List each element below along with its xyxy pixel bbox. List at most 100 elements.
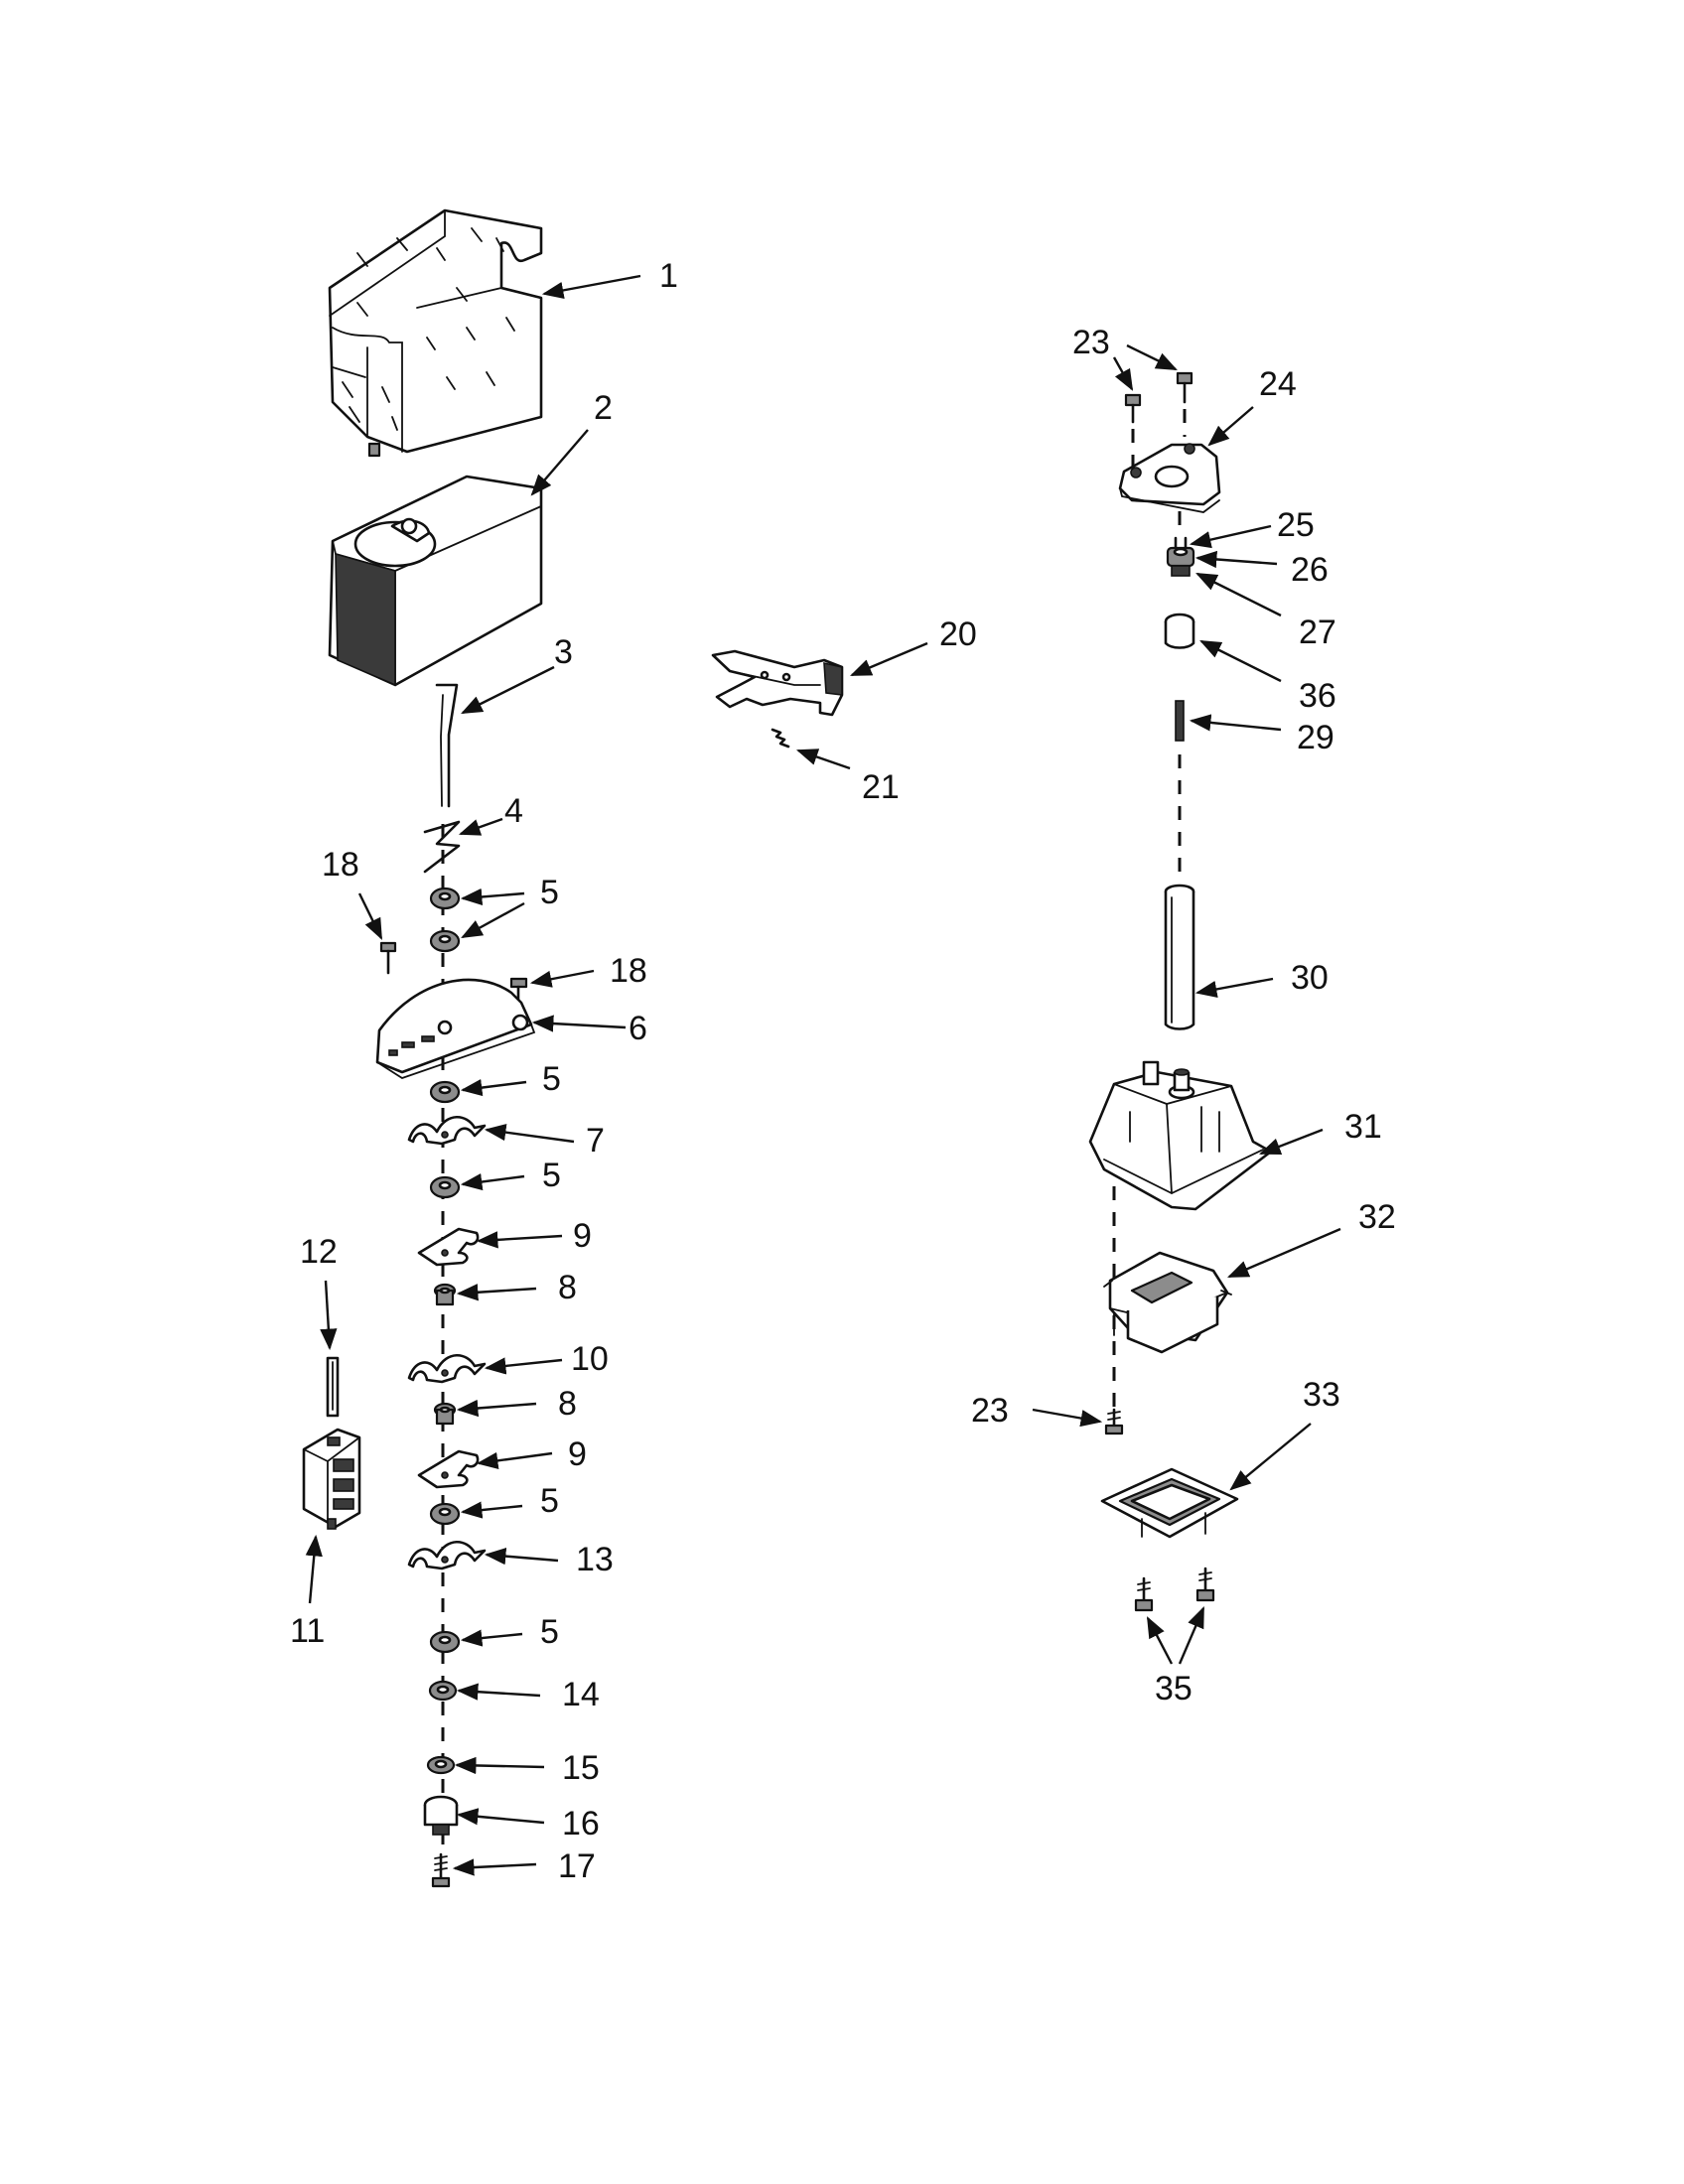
blade-7 bbox=[407, 1115, 487, 1146]
bracket-24 bbox=[1118, 443, 1221, 513]
washer-5f bbox=[429, 1630, 461, 1654]
drive-coupler bbox=[423, 1795, 459, 1836]
part-label-24: 24 bbox=[1259, 365, 1297, 403]
housing-31 bbox=[1088, 1060, 1273, 1211]
bushing-8-lower bbox=[433, 1402, 457, 1426]
part-label-5: 5 bbox=[540, 1613, 559, 1651]
part-label-10: 10 bbox=[571, 1340, 609, 1378]
label-23a-group: 23 bbox=[1072, 324, 1178, 391]
screw-23-top-left bbox=[1124, 393, 1142, 424]
part-label-25: 25 bbox=[1277, 506, 1315, 544]
label-1-group: 1 bbox=[541, 257, 678, 299]
part-label-6: 6 bbox=[629, 1010, 647, 1047]
label-3-group: 3 bbox=[461, 633, 573, 715]
washer-5d bbox=[429, 1175, 461, 1199]
label-6-group: 6 bbox=[531, 1010, 647, 1047]
part-label-20: 20 bbox=[939, 615, 977, 653]
part-label-29: 29 bbox=[1297, 719, 1334, 756]
label-9a-group: 9 bbox=[476, 1217, 592, 1255]
screw-18-right bbox=[509, 977, 528, 1007]
gasket-33 bbox=[1100, 1467, 1239, 1539]
part-label-32: 32 bbox=[1358, 1198, 1396, 1236]
label-31-group: 31 bbox=[1258, 1108, 1382, 1156]
screw-35-left bbox=[1134, 1576, 1154, 1612]
blade-9-upper bbox=[417, 1227, 480, 1267]
blade-9-lower bbox=[417, 1449, 480, 1489]
label-2-group: 2 bbox=[530, 389, 613, 496]
label-16-group: 16 bbox=[456, 1805, 600, 1843]
mounting-plate bbox=[375, 978, 536, 1079]
ice-bucket-liner bbox=[328, 208, 543, 458]
label-8a-group: 8 bbox=[456, 1269, 577, 1306]
spring-29 bbox=[1175, 700, 1185, 742]
label-30-group: 30 bbox=[1194, 959, 1329, 998]
label-5c-group: 5 bbox=[460, 1060, 561, 1098]
valve-assembly bbox=[1166, 536, 1195, 577]
washer-5a bbox=[429, 887, 461, 910]
part-label-18-right: 18 bbox=[610, 952, 647, 990]
label-33-group: 33 bbox=[1229, 1376, 1340, 1491]
label-36-group: 36 bbox=[1199, 639, 1336, 715]
label-20-group: 20 bbox=[850, 615, 977, 677]
blade-10 bbox=[407, 1353, 487, 1384]
washer-15 bbox=[426, 1755, 456, 1775]
washer-14 bbox=[428, 1680, 458, 1702]
label-14-group: 14 bbox=[456, 1676, 600, 1713]
screw-17 bbox=[431, 1852, 451, 1888]
bushing-8-upper bbox=[433, 1283, 457, 1306]
part-label-13: 13 bbox=[576, 1541, 614, 1578]
part-label-8: 8 bbox=[558, 1269, 577, 1306]
screw-23-bottom bbox=[1104, 1408, 1124, 1435]
label-26-group: 26 bbox=[1194, 550, 1329, 589]
part-label-3: 3 bbox=[554, 633, 573, 671]
label-4-group: 4 bbox=[458, 792, 523, 836]
shaft-30 bbox=[1164, 884, 1195, 1030]
screw-35-right bbox=[1195, 1567, 1215, 1602]
part-label-21: 21 bbox=[862, 768, 900, 806]
part-label-9: 9 bbox=[568, 1435, 587, 1473]
part-label-26: 26 bbox=[1291, 551, 1329, 589]
block-11 bbox=[302, 1428, 361, 1530]
part-label-5: 5 bbox=[542, 1060, 561, 1098]
ice-bucket bbox=[328, 475, 543, 687]
label-11-group: 11 bbox=[290, 1534, 325, 1650]
part-label-33: 33 bbox=[1303, 1376, 1340, 1414]
label-35-group: 35 bbox=[1146, 1606, 1205, 1707]
part-label-8: 8 bbox=[558, 1385, 577, 1423]
screw-18-left bbox=[379, 941, 397, 975]
label-29-group: 29 bbox=[1189, 714, 1334, 756]
part-label-31: 31 bbox=[1344, 1108, 1382, 1146]
label-24-group: 24 bbox=[1207, 365, 1297, 447]
pin-12 bbox=[326, 1356, 340, 1418]
part-label-17: 17 bbox=[558, 1847, 596, 1885]
part-label-30: 30 bbox=[1291, 959, 1329, 997]
label-32-group: 32 bbox=[1227, 1198, 1396, 1279]
part-label-35: 35 bbox=[1155, 1670, 1193, 1707]
cap-36 bbox=[1164, 613, 1195, 649]
part-label-7: 7 bbox=[586, 1122, 605, 1160]
part-label-14: 14 bbox=[562, 1676, 600, 1713]
part-label-5: 5 bbox=[540, 874, 559, 911]
label-18b-group: 18 bbox=[529, 952, 647, 990]
label-5a-group: 5 bbox=[460, 874, 559, 939]
actuator-bracket bbox=[711, 649, 844, 717]
part-label-5: 5 bbox=[540, 1482, 559, 1520]
blade-13 bbox=[407, 1540, 487, 1570]
clip bbox=[423, 820, 461, 874]
part-label-11: 11 bbox=[290, 1612, 325, 1650]
washer-5e bbox=[429, 1502, 461, 1526]
washer-5c bbox=[429, 1080, 461, 1104]
label-5e-group: 5 bbox=[460, 1482, 559, 1520]
part-label-12: 12 bbox=[300, 1233, 338, 1271]
label-25-group: 25 bbox=[1189, 506, 1315, 549]
part-label-1: 1 bbox=[659, 257, 678, 295]
motor-32 bbox=[1103, 1251, 1232, 1354]
label-23b-group: 23 bbox=[971, 1392, 1103, 1430]
label-27-group: 27 bbox=[1195, 572, 1336, 651]
part-label-23-top: 23 bbox=[1072, 324, 1110, 361]
part-label-9: 9 bbox=[573, 1217, 592, 1255]
label-21-group: 21 bbox=[795, 749, 900, 806]
label-5f-group: 5 bbox=[460, 1613, 559, 1651]
label-13-group: 13 bbox=[484, 1541, 614, 1578]
